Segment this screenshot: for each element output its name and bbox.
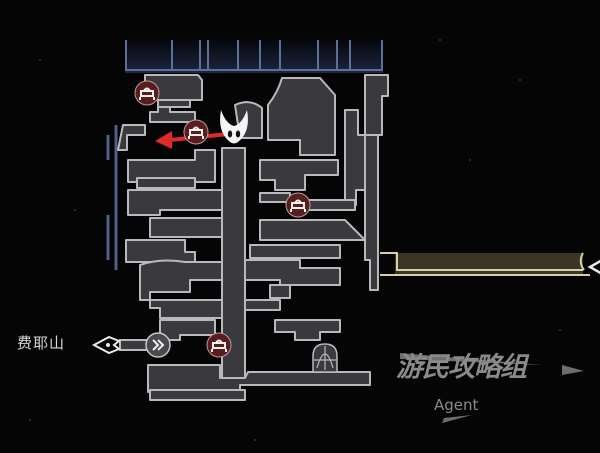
area-name-label: 费耶山 bbox=[17, 334, 66, 352]
bench-icon[interactable] bbox=[183, 119, 209, 145]
bell-shrine-icon bbox=[312, 343, 338, 373]
watermark-arrow-icon bbox=[400, 353, 584, 423]
fast-travel-icon[interactable] bbox=[145, 332, 171, 358]
area-exit-icon[interactable] bbox=[91, 335, 121, 355]
watermark-subtitle: Agent bbox=[434, 396, 479, 414]
bench-icon[interactable] bbox=[134, 80, 160, 106]
gold-corridor bbox=[380, 252, 590, 276]
bench-icon[interactable] bbox=[285, 192, 311, 218]
upper-zone bbox=[106, 38, 383, 270]
watermark-title: 游民攻略组 bbox=[396, 352, 527, 383]
player-hornet-icon bbox=[220, 110, 248, 144]
background-stars bbox=[29, 39, 561, 441]
bench-icon[interactable] bbox=[206, 332, 232, 358]
watermark: 游民攻略组 Agent bbox=[392, 345, 592, 425]
map-rooms bbox=[117, 74, 389, 401]
area-exit-icon[interactable] bbox=[587, 259, 600, 275]
